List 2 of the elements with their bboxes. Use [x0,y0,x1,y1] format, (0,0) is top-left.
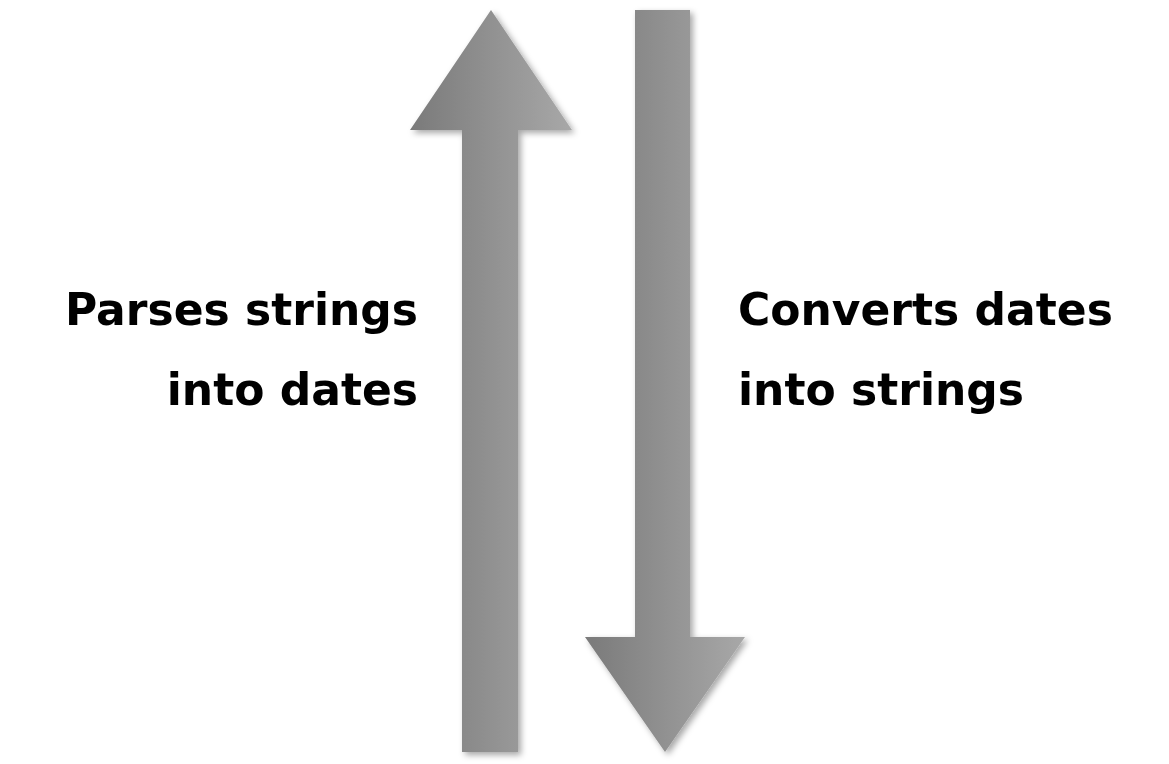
arrow-label: Converts dates into strings [738,283,1114,417]
arrow-label: Parses strings into dates [64,283,418,417]
